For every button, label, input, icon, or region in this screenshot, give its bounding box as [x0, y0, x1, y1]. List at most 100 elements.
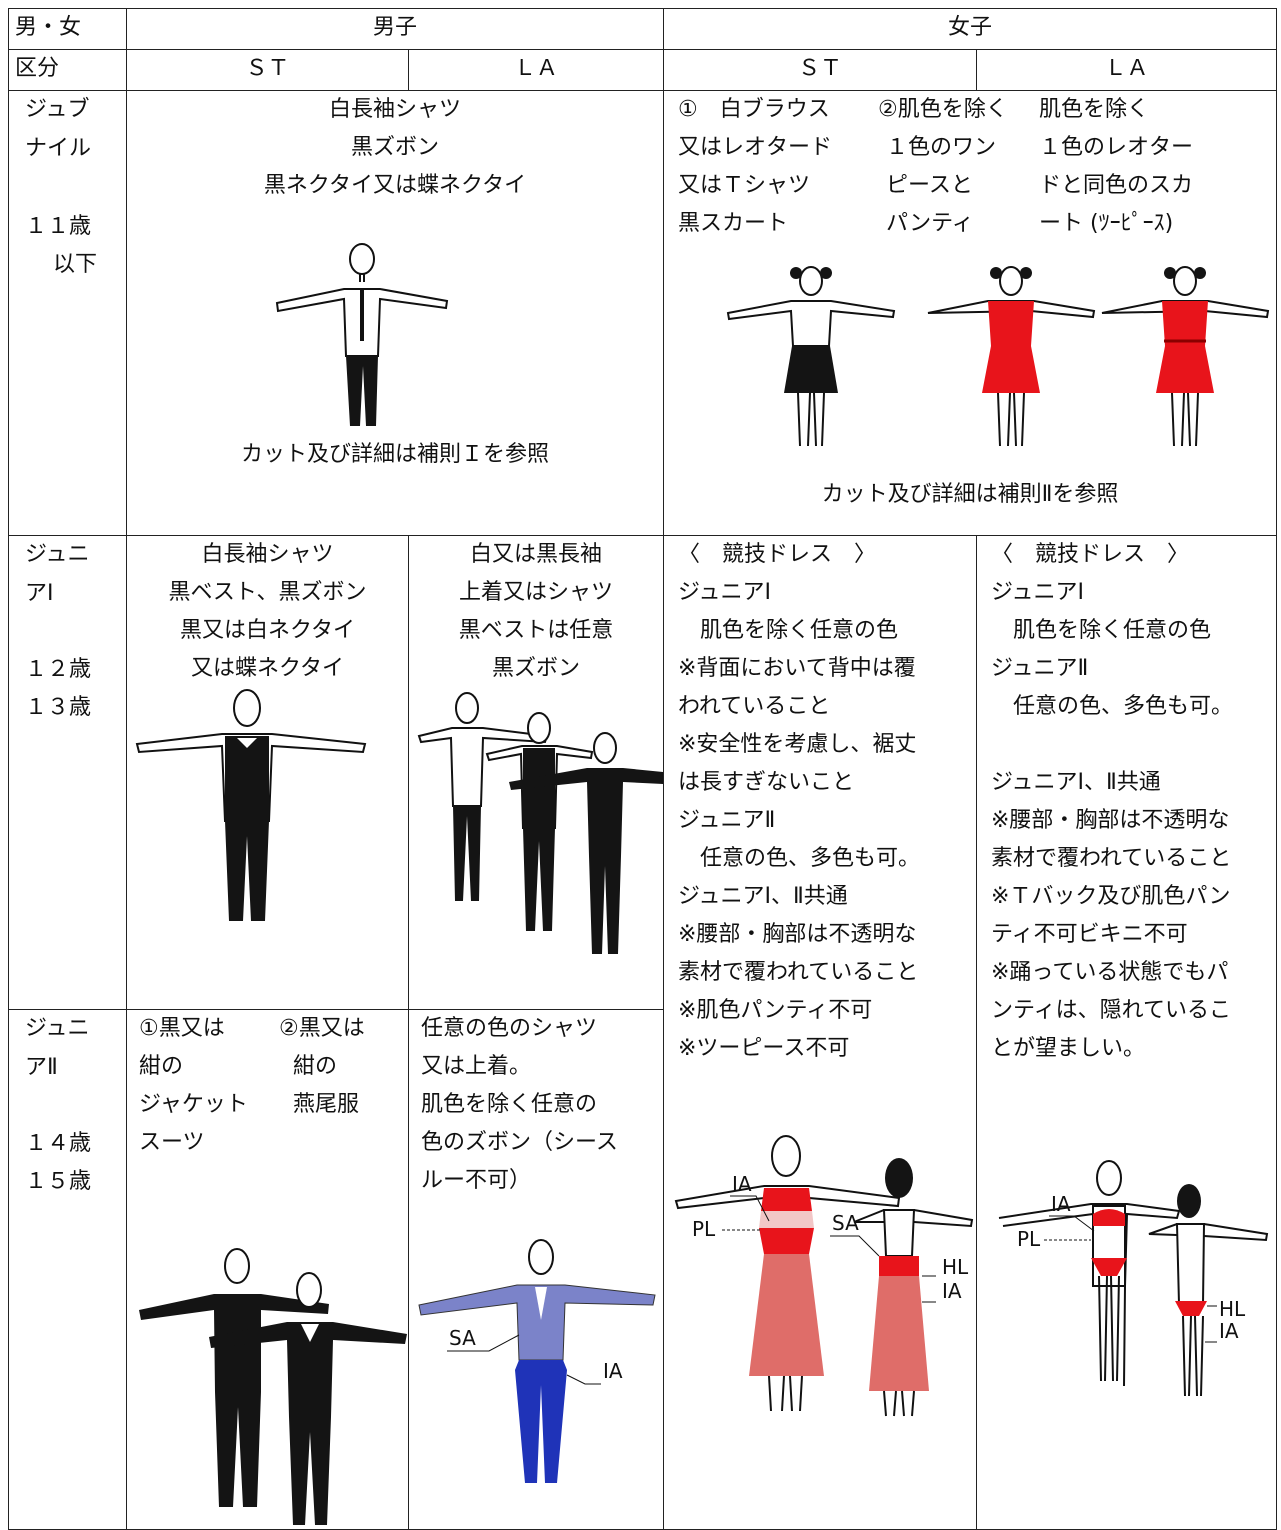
- junior2-label-1: ジュニ: [25, 1016, 90, 1041]
- female-st-line-2: ジュニアⅠ: [678, 580, 771, 605]
- header-male-st-cell: ＳＴ: [126, 49, 409, 91]
- junior2-male-la-cell: 任意の色のシャツ 又は上着。 肌色を除く任意の 色のズボン（シース ルー不可） …: [408, 1009, 664, 1530]
- junior2-male-st-c2-3: 燕尾服: [293, 1092, 360, 1117]
- female-la-line-14: とが望ましい。: [991, 1036, 1146, 1061]
- female-la-line-12: ※踊っている状態でもパ: [991, 960, 1229, 985]
- female-la-line-2: ジュニアⅠ: [991, 580, 1084, 605]
- juvenile-label-2: ナイル: [25, 136, 92, 161]
- female-st-ia-back: IA: [942, 1279, 962, 1303]
- juvenile-boy-figure: [275, 243, 449, 426]
- female-st-line-14: ※ツーピース不可: [678, 1036, 850, 1061]
- female-la-line-11: ティ不可ビキニ不可: [991, 922, 1188, 947]
- juvenile-female-c3-2: １色のレオター: [1039, 135, 1194, 160]
- juvenile-label-1: ジュブ: [25, 97, 90, 122]
- junior1-label-4: １３歳: [25, 695, 92, 720]
- female-st-line-12: 素材で覆われていること: [678, 960, 919, 985]
- female-st-dress-figure: IA PL SA HL IA: [674, 1135, 974, 1417]
- female-la-ia-back: IA: [1219, 1319, 1239, 1343]
- juvenile-label-4: 以下: [53, 252, 98, 277]
- junior-female-la-cell: 〈 競技ドレス 〉 ジュニアⅠ 肌色を除く任意の色 ジュニアⅡ 任意の色、多色も…: [976, 535, 1277, 1530]
- female-la-line-10: ※Ｔバック及び肌色パン: [991, 884, 1231, 909]
- header-female-st-text: ＳＴ: [797, 56, 842, 81]
- junior1-label-1: ジュニ: [25, 542, 90, 567]
- junior2-label-2: アⅡ: [25, 1055, 58, 1080]
- junior2-male-la-line-1: 任意の色のシャツ: [421, 1016, 598, 1041]
- juvenile-female-c1-3: 又はＴシャツ: [678, 173, 811, 198]
- female-la-bikini-figure: IA PL HL IA: [998, 1160, 1269, 1397]
- female-la-line-4: ジュニアⅡ: [991, 656, 1089, 681]
- junior2-boy-latin-figure: SA IA: [418, 1239, 656, 1483]
- junior2-la-sa: SA: [449, 1326, 476, 1350]
- header-male-st-text: ＳＴ: [245, 56, 290, 81]
- junior1-label-3: １２歳: [25, 657, 92, 682]
- female-la-line-1: 〈 競技ドレス 〉: [991, 542, 1190, 567]
- juvenile-female-c2-1: ②肌色を除く: [878, 97, 1008, 122]
- juvenile-girl-leotard-figure: [1101, 266, 1270, 447]
- junior2-male-la-line-4: 色のズボン（シース: [421, 1130, 618, 1155]
- junior2-male-st-cell: ①黒又は 紺の ジャケット スーツ ②黒又は 紺の 燕尾服: [126, 1009, 409, 1530]
- junior2-male-la-line-3: 肌色を除く任意の: [421, 1092, 598, 1117]
- female-st-sa: SA: [832, 1211, 859, 1235]
- header-male-cell: 男子: [126, 8, 664, 50]
- juvenile-label-cell: ジュブ ナイル １１歳 以下: [8, 90, 127, 536]
- juvenile-female-note: カット及び詳細は補則Ⅱを参照: [821, 482, 1119, 507]
- juvenile-male-note: カット及び詳細は補則Ｉを参照: [240, 442, 549, 467]
- female-st-hl: HL: [942, 1255, 969, 1279]
- junior2-male-st-c2-2: 紺の: [293, 1054, 338, 1079]
- header-female-text: 女子: [947, 15, 992, 40]
- junior1-male-st-line-3: 黒又は白ネクタイ: [179, 618, 356, 643]
- female-st-line-13: ※肌色パンティ不可: [678, 998, 873, 1023]
- junior2-la-ia: IA: [603, 1359, 623, 1383]
- junior1-boys-latin-figure: [417, 692, 663, 954]
- header-division-text: 区分: [15, 56, 60, 81]
- juvenile-male-line-2: 黒ズボン: [350, 135, 439, 160]
- junior1-male-la-line-4: 黒ズボン: [491, 656, 580, 681]
- junior1-male-la-line-2: 上着又はシャツ: [458, 580, 613, 605]
- header-female-la-text: ＬＡ: [1104, 56, 1149, 81]
- junior1-male-st-line-4: 又は蝶ネクタイ: [190, 656, 345, 681]
- junior1-boy-vest-figure: [135, 689, 367, 921]
- female-st-pl: PL: [692, 1217, 716, 1241]
- female-la-line-8: ※腰部・胸部は不透明な: [991, 808, 1230, 833]
- junior1-male-la-line-3: 黒ベストは任意: [458, 618, 614, 643]
- junior1-label-cell: ジュニ アⅠ １２歳 １３歳: [8, 535, 127, 1010]
- header-female-st-cell: ＳＴ: [663, 49, 977, 91]
- junior2-male-la-line-5: ルー不可）: [421, 1168, 532, 1193]
- junior2-male-st-c1-3: ジャケット: [139, 1092, 248, 1117]
- juvenile-female-c1-4: 黒スカート: [678, 211, 789, 236]
- junior2-boys-tailcoat-figure: [139, 1248, 407, 1525]
- female-la-line-9: 素材で覆われていること: [991, 846, 1232, 871]
- female-st-line-5: われていること: [678, 694, 831, 719]
- female-la-line-13: ンティは、隠れているこ: [991, 998, 1232, 1023]
- junior1-male-la-line-1: 白又は黒長袖: [469, 542, 602, 567]
- juvenile-male-line-1: 白長袖シャツ: [328, 97, 461, 122]
- header-male-la-text: ＬＡ: [513, 56, 558, 81]
- female-st-line-10: ジュニアⅠ、Ⅱ共通: [678, 884, 848, 909]
- female-st-line-6: ※安全性を考慮し、裾丈: [678, 732, 917, 757]
- juvenile-female-c2-3: ピースと: [886, 173, 973, 198]
- juvenile-female-c1-1: ① 白ブラウス: [678, 97, 830, 122]
- female-st-line-3: 肌色を除く任意の色: [678, 618, 899, 643]
- female-la-ia-front: IA: [1051, 1192, 1071, 1216]
- junior2-label-4: １５歳: [25, 1169, 92, 1194]
- junior1-male-st-cell: 白長袖シャツ 黒ベスト、黒ズボン 黒又は白ネクタイ 又は蝶ネクタイ: [126, 535, 409, 1010]
- junior-female-st-cell: 〈 競技ドレス 〉 ジュニアⅠ 肌色を除く任意の色 ※背面において背中は覆 われ…: [663, 535, 977, 1530]
- junior1-male-st-line-2: 黒ベスト、黒ズボン: [168, 580, 367, 605]
- female-la-line-7: ジュニアⅠ、Ⅱ共通: [991, 770, 1161, 795]
- junior2-male-st-c2-1: ②黒又は: [279, 1016, 365, 1041]
- female-st-line-11: ※腰部・胸部は不透明な: [678, 922, 917, 947]
- juvenile-girl-blouse-figure: [726, 266, 896, 447]
- juvenile-female-c3-3: ドと同色のスカ: [1039, 173, 1194, 198]
- juvenile-label-3: １１歳: [25, 214, 92, 239]
- female-la-line-5: 任意の色、多色も可。: [991, 694, 1234, 719]
- junior2-male-st-c1-1: ①黒又は: [139, 1016, 225, 1041]
- female-st-line-4: ※背面において背中は覆: [678, 656, 916, 681]
- female-st-line-7: は長すぎないこと: [678, 770, 855, 795]
- female-la-pl: PL: [1017, 1227, 1041, 1251]
- junior2-male-la-line-2: 又は上着。: [421, 1054, 532, 1079]
- female-st-line-1: 〈 競技ドレス 〉: [678, 542, 877, 567]
- juvenile-female-c1-2: 又はレオタード: [678, 135, 833, 160]
- juvenile-girl-onepiece-figure: [927, 266, 1096, 447]
- juvenile-female-c3-4: ート (ﾂｰﾋﾟｰｽ): [1039, 211, 1174, 236]
- header-male-text: 男子: [372, 15, 417, 40]
